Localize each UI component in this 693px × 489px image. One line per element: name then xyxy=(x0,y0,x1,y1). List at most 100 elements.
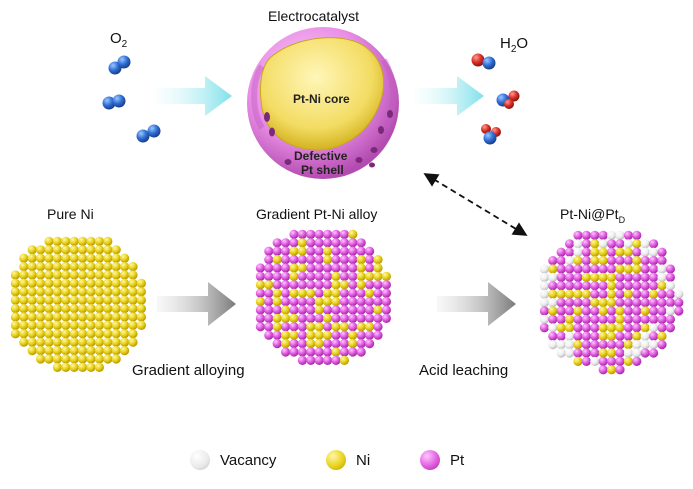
atom xyxy=(289,280,299,290)
atom xyxy=(548,331,558,341)
atom xyxy=(94,354,104,364)
atom xyxy=(78,295,88,305)
atom xyxy=(78,346,88,356)
atom xyxy=(373,297,383,307)
atom xyxy=(632,356,642,366)
atom xyxy=(331,305,341,315)
atom xyxy=(365,330,375,340)
legend-label: Pt xyxy=(450,451,465,469)
atom xyxy=(61,262,71,272)
atom xyxy=(632,331,642,341)
atom xyxy=(136,287,146,297)
atom xyxy=(255,305,265,315)
atom xyxy=(94,362,104,372)
atom xyxy=(111,312,121,322)
atom xyxy=(86,346,96,356)
atom xyxy=(306,263,316,273)
atom xyxy=(590,239,600,249)
atom xyxy=(649,239,659,249)
pt-ni-ptd-particle xyxy=(539,230,684,375)
atom xyxy=(19,253,29,263)
atom xyxy=(86,337,96,347)
atom xyxy=(649,331,659,341)
atom xyxy=(590,306,600,316)
atom xyxy=(78,236,88,246)
atom xyxy=(297,330,307,340)
atom xyxy=(306,339,316,349)
atom xyxy=(306,347,316,357)
atom xyxy=(289,305,299,315)
atom xyxy=(289,322,299,332)
atom xyxy=(306,238,316,248)
atom xyxy=(52,253,63,263)
atom xyxy=(590,272,600,282)
atom xyxy=(306,280,316,290)
atom xyxy=(44,320,54,330)
atom xyxy=(665,281,676,291)
atom xyxy=(339,229,349,239)
atom xyxy=(61,337,71,347)
atom xyxy=(120,262,130,272)
atom xyxy=(381,313,391,323)
atom xyxy=(19,270,29,280)
vacancy-swatch xyxy=(190,450,210,470)
atom xyxy=(581,272,592,282)
atom xyxy=(640,306,650,316)
atom xyxy=(598,289,608,299)
atom xyxy=(19,304,29,314)
atom xyxy=(69,337,79,347)
atom xyxy=(573,356,583,366)
atom xyxy=(640,281,650,291)
atom xyxy=(331,313,341,323)
atom xyxy=(27,304,37,314)
atom xyxy=(128,262,138,272)
atom xyxy=(297,355,307,365)
atom xyxy=(111,278,121,288)
atom xyxy=(264,297,274,307)
atom xyxy=(44,304,54,314)
atom xyxy=(19,278,29,288)
atom xyxy=(573,230,583,240)
atom xyxy=(120,287,130,297)
atom xyxy=(52,320,63,330)
atom xyxy=(44,295,54,305)
atom xyxy=(331,255,341,265)
atom xyxy=(27,262,37,272)
atom xyxy=(314,246,324,256)
atom xyxy=(665,289,676,299)
atom xyxy=(356,339,366,349)
atom xyxy=(111,337,121,347)
atom xyxy=(255,288,265,298)
atom xyxy=(548,314,558,324)
atom xyxy=(86,253,96,263)
atom xyxy=(44,346,54,356)
atom xyxy=(264,271,274,281)
atom xyxy=(136,312,146,322)
atom xyxy=(348,305,358,315)
atom xyxy=(272,255,282,265)
atom xyxy=(607,281,617,291)
atom xyxy=(615,340,625,350)
atom xyxy=(565,331,575,341)
atom xyxy=(297,263,307,273)
water-molecules xyxy=(471,53,520,145)
atom xyxy=(272,297,282,307)
atom xyxy=(657,323,667,333)
atom xyxy=(632,239,642,249)
atom xyxy=(69,236,79,246)
legend-label: Vacancy xyxy=(220,451,277,469)
atom xyxy=(556,298,566,308)
atom xyxy=(590,230,600,240)
atom xyxy=(314,297,324,307)
atom xyxy=(36,287,46,297)
atom xyxy=(128,329,138,339)
atom xyxy=(598,298,608,308)
atom xyxy=(52,337,63,347)
atom xyxy=(27,346,37,356)
atom xyxy=(649,281,659,291)
atom xyxy=(86,245,96,255)
atom xyxy=(356,255,366,265)
atom xyxy=(548,289,558,299)
atom xyxy=(289,288,299,298)
atom xyxy=(365,297,375,307)
